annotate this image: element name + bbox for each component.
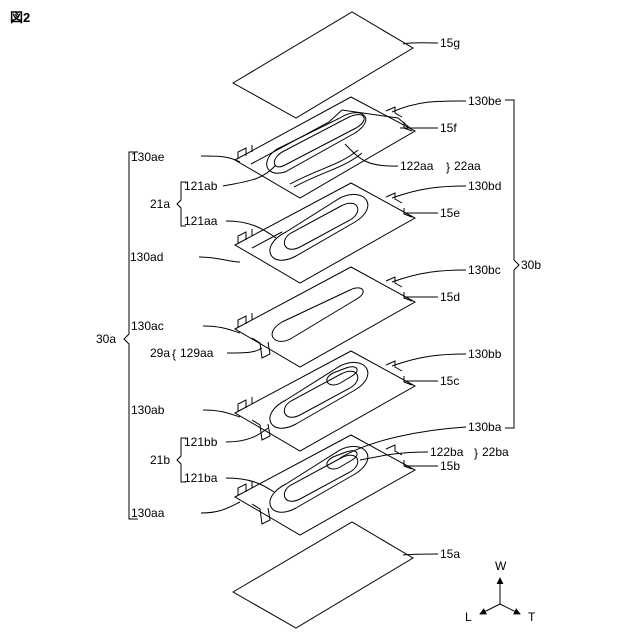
axis-l-label: L xyxy=(465,610,472,624)
label-15e: 15e xyxy=(440,206,460,220)
sheet-15a xyxy=(233,522,438,628)
label-22ba: 22ba xyxy=(482,445,509,459)
label-29a: 29a xyxy=(150,346,170,360)
label-15f: 15f xyxy=(440,121,457,135)
layer-15c xyxy=(235,351,415,451)
label-129aa: 129aa xyxy=(180,346,214,360)
label-130ad: 130ad xyxy=(130,250,163,264)
label-121aa: 121aa xyxy=(184,214,218,228)
label-15c: 15c xyxy=(440,374,459,388)
bracket-30b xyxy=(505,100,519,428)
label-130bc: 130bc xyxy=(468,263,501,277)
svg-text:{: { xyxy=(172,347,176,361)
label-121bb: 121bb xyxy=(184,435,218,449)
label-15d: 15d xyxy=(440,290,460,304)
sheet-15g xyxy=(233,12,438,118)
layer-15f xyxy=(235,97,415,198)
label-130ac: 130ac xyxy=(131,319,164,333)
svg-text:}: } xyxy=(474,446,478,460)
label-22aa: 22aa xyxy=(454,159,481,173)
layer-15e xyxy=(235,183,415,283)
label-30a: 30a xyxy=(96,332,116,346)
label-130bd: 130bd xyxy=(468,179,501,193)
axis-w-label: W xyxy=(495,559,507,573)
label-130ba: 130ba xyxy=(468,420,502,434)
label-122aa: 122aa xyxy=(400,159,434,173)
layer-15d xyxy=(235,267,415,367)
label-15g: 15g xyxy=(440,36,460,50)
label-15a: 15a xyxy=(440,547,460,561)
label-130be: 130be xyxy=(468,94,502,108)
axis-t-label: T xyxy=(528,610,536,624)
axis-indicator: W T L xyxy=(465,559,536,624)
bracket-30a xyxy=(124,152,138,519)
label-130aa: 130aa xyxy=(131,506,165,520)
label-21b: 21b xyxy=(150,453,170,467)
svg-text:}: } xyxy=(446,160,450,174)
label-130bb: 130bb xyxy=(468,347,502,361)
label-130ab: 130ab xyxy=(131,403,165,417)
label-15b: 15b xyxy=(440,459,460,473)
figure-label: 図2 xyxy=(10,10,30,25)
label-121ba: 121ba xyxy=(184,471,218,485)
label-21a: 21a xyxy=(150,197,170,211)
label-122ba: 122ba xyxy=(430,445,464,459)
label-30b: 30b xyxy=(521,258,541,272)
label-121ab: 121ab xyxy=(184,179,218,193)
